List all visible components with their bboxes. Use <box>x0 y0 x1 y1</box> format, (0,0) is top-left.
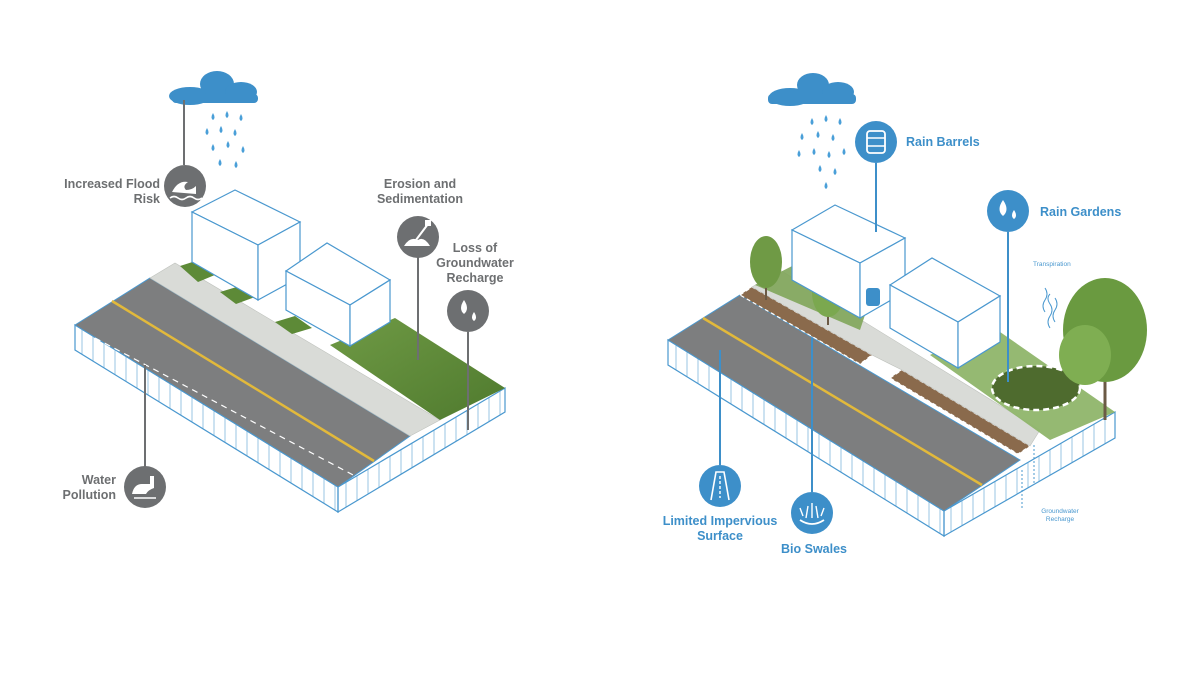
right-bioswale-strip-1 <box>738 286 874 365</box>
rain-gardens-label: Rain Gardens <box>1040 205 1122 219</box>
left-grass-patch-2 <box>220 286 255 304</box>
left-grass-patch-3 <box>275 316 312 334</box>
water-pollution-icon <box>124 466 166 508</box>
right-scene <box>667 73 1147 538</box>
left-building-1 <box>190 189 302 302</box>
left-rain-drops <box>205 111 245 168</box>
rain-barrel-object <box>866 288 880 306</box>
right-block-right-face <box>943 410 1116 538</box>
left-road-dash-line <box>94 337 356 477</box>
tree-left <box>750 236 782 300</box>
rain-gardens-icon <box>987 190 1029 232</box>
groundwater-recharge-label: Groundwater Recharge <box>1041 508 1079 523</box>
limited-impervious-icon <box>699 465 741 507</box>
left-block-right-face <box>337 386 506 514</box>
bio-swales-label: Bio Swales <box>781 542 847 556</box>
left-lawn <box>330 318 505 420</box>
right-rain-drops <box>797 115 846 189</box>
right-road-center-line <box>702 316 983 487</box>
right-cloud-icon <box>768 73 856 106</box>
rain-barrels-icon <box>855 121 897 163</box>
transpiration-arrows <box>1042 287 1058 329</box>
left-building-2 <box>284 242 392 348</box>
flood-risk-icon <box>164 165 206 207</box>
right-building-2 <box>888 257 1002 370</box>
tree-right <box>1059 278 1147 420</box>
left-road-center-line <box>111 299 375 463</box>
rain-barrels-label: Rain Barrels <box>906 135 980 149</box>
water-pollution-label: Water Pollution <box>62 473 116 502</box>
erosion-sedimentation-icon <box>397 216 439 258</box>
erosion-sedimentation-label: Erosion and Sedimentation <box>376 177 464 206</box>
flood-risk-label: Increased Flood Risk <box>64 177 160 206</box>
groundwater-loss-label: Loss of Groundwater Recharge <box>436 241 514 285</box>
transpiration-label: Transpiration <box>1033 261 1071 268</box>
bio-swales-icon <box>791 492 833 534</box>
rain-garden-basin <box>990 364 1082 412</box>
left-scene <box>74 71 506 514</box>
groundwater-loss-icon <box>447 290 489 332</box>
left-cloud-icon <box>169 71 258 105</box>
limited-impervious-label: Limited Impervious Surface <box>662 514 778 543</box>
